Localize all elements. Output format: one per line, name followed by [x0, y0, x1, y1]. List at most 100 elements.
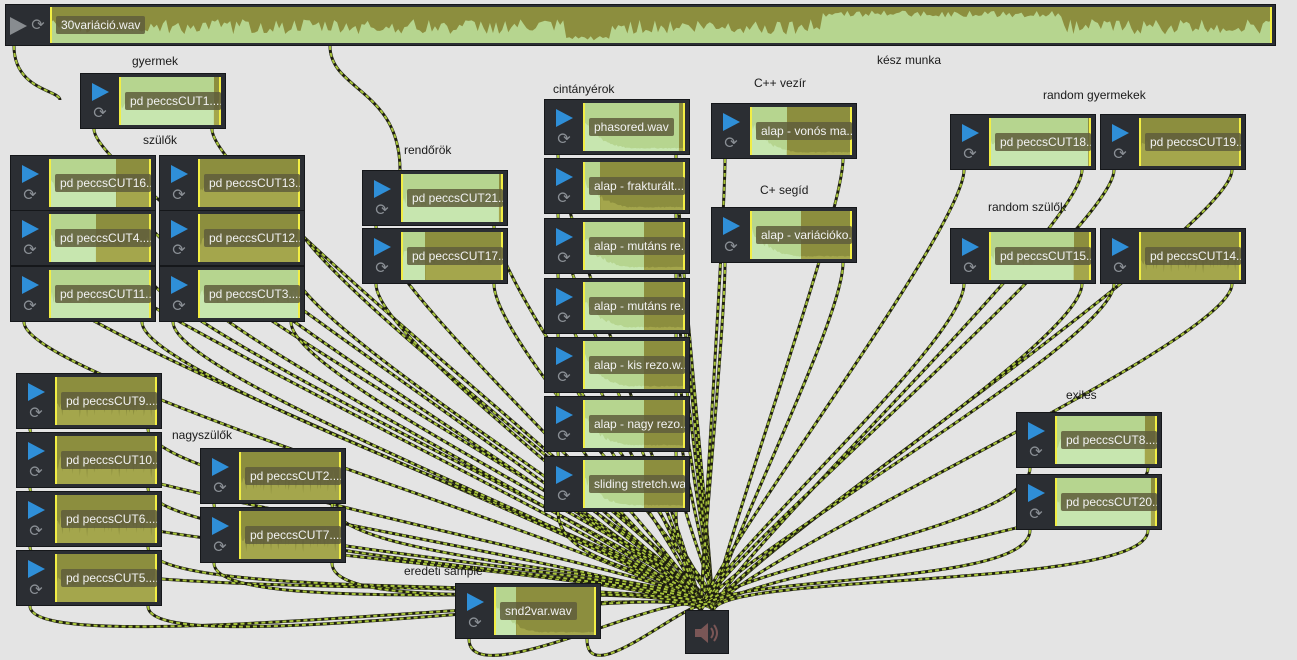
waveform-display[interactable]: pd peccsCUT11...	[49, 270, 151, 318]
waveform-display[interactable]: pd peccsCUT20...	[1055, 478, 1157, 526]
player-sliding[interactable]: ⟳ sliding stretch.wav	[544, 456, 690, 512]
waveform-display[interactable]: pd peccsCUT15...	[989, 232, 1091, 280]
waveform-display[interactable]: pd peccsCUT2....	[239, 452, 341, 500]
loop-icon[interactable]: ⟳	[557, 488, 571, 505]
player-cut3[interactable]: ⟳ pd peccsCUT3....	[159, 266, 305, 322]
player-cut4[interactable]: ⟳ pd peccsCUT4....	[10, 210, 156, 266]
loop-icon[interactable]: ⟳	[557, 190, 571, 207]
loop-icon[interactable]: ⟳	[93, 105, 107, 122]
player-cut18[interactable]: ⟳ pd peccsCUT18...	[950, 114, 1096, 170]
loop-icon[interactable]: ⟳	[1113, 260, 1127, 277]
loop-icon[interactable]: ⟳	[1113, 146, 1127, 163]
player-phasored[interactable]: ⟳ phasored.wav	[544, 99, 690, 155]
player-cut16[interactable]: ⟳ pd peccsCUT16...	[10, 155, 156, 211]
player-cut15[interactable]: ⟳ pd peccsCUT15...	[950, 228, 1096, 284]
play-icon[interactable]	[212, 517, 229, 535]
play-icon[interactable]	[1112, 238, 1129, 256]
player-frakturalt[interactable]: ⟳ alap - frakturált....	[544, 158, 690, 214]
player-cut14[interactable]: ⟳ pd peccsCUT14...	[1100, 228, 1246, 284]
play-icon[interactable]	[1028, 422, 1045, 440]
play-icon[interactable]	[556, 406, 573, 424]
loop-icon[interactable]: ⟳	[213, 480, 227, 497]
waveform-display[interactable]: alap - mutáns re...	[583, 282, 685, 330]
waveform-display[interactable]: alap - vonós ma...	[750, 107, 852, 155]
player-cut11[interactable]: ⟳ pd peccsCUT11...	[10, 266, 156, 322]
waveform-display[interactable]: alap - nagy rezo....	[583, 400, 685, 448]
player-cut1[interactable]: ⟳ pd peccsCUT1....	[80, 73, 226, 129]
waveform-display[interactable]: pd peccsCUT16...	[49, 159, 151, 207]
waveform-display[interactable]: pd peccsCUT8....	[1055, 416, 1157, 464]
player-cut10[interactable]: ⟳ pd peccsCUT10...	[16, 432, 162, 488]
player-nagyrezo[interactable]: ⟳ alap - nagy rezo....	[544, 396, 690, 452]
loop-icon[interactable]: ⟳	[23, 298, 37, 315]
waveform-display[interactable]: pd peccsCUT18...	[989, 118, 1091, 166]
loop-icon[interactable]: ⟳	[557, 428, 571, 445]
player-vonos[interactable]: ⟳ alap - vonós ma...	[711, 103, 857, 159]
player-cut21[interactable]: ⟳ pd peccsCUT21...	[362, 170, 508, 226]
player-cut12[interactable]: ⟳ pd peccsCUT12...	[159, 210, 305, 266]
waveform-display[interactable]: pd peccsCUT14...	[1139, 232, 1241, 280]
waveform-display[interactable]: sliding stretch.wav	[583, 460, 685, 508]
player-mutans1[interactable]: ⟳ alap - mutáns re...	[544, 218, 690, 274]
waveform-display[interactable]: pd peccsCUT12...	[198, 214, 300, 262]
play-icon[interactable]	[467, 593, 484, 611]
player-cut8[interactable]: ⟳ pd peccsCUT8....	[1016, 412, 1162, 468]
waveform-display[interactable]: pd peccsCUT5....	[55, 554, 157, 602]
player-cut9[interactable]: ⟳ pd peccsCUT9....	[16, 373, 162, 429]
play-icon[interactable]	[28, 560, 45, 578]
play-icon[interactable]	[92, 83, 109, 101]
loop-icon[interactable]: ⟳	[468, 615, 482, 632]
play-icon[interactable]	[1028, 484, 1045, 502]
loop-icon[interactable]: ⟳	[172, 187, 186, 204]
loop-icon[interactable]: ⟳	[213, 539, 227, 556]
loop-icon[interactable]: ⟳	[29, 464, 43, 481]
play-icon[interactable]	[556, 168, 573, 186]
waveform-display[interactable]: pd peccsCUT17...	[401, 232, 503, 280]
play-icon[interactable]	[171, 220, 188, 238]
loop-icon[interactable]: ⟳	[724, 239, 738, 256]
play-icon[interactable]	[723, 217, 740, 235]
player-cut7[interactable]: ⟳ pd peccsCUT7....	[200, 507, 346, 563]
play-icon[interactable]	[28, 383, 45, 401]
loop-icon[interactable]: ⟳	[172, 242, 186, 259]
loop-icon[interactable]: ⟳	[29, 523, 43, 540]
waveform-display[interactable]: phasored.wav	[583, 103, 685, 151]
loop-icon[interactable]: ⟳	[557, 369, 571, 386]
play-icon[interactable]	[28, 442, 45, 460]
loop-icon[interactable]: ⟳	[29, 405, 43, 422]
player-cut19[interactable]: ⟳ pd peccsCUT19...	[1100, 114, 1246, 170]
play-icon[interactable]	[28, 501, 45, 519]
play-icon[interactable]	[723, 113, 740, 131]
waveform-display[interactable]: 30variáció.wav	[50, 7, 1272, 43]
play-icon[interactable]	[374, 238, 391, 256]
waveform-display[interactable]: alap - variációko...	[750, 211, 852, 259]
player-cut13[interactable]: ⟳ pd peccsCUT13...	[159, 155, 305, 211]
player-cut17[interactable]: ⟳ pd peccsCUT17...	[362, 228, 508, 284]
play-icon[interactable]	[556, 109, 573, 127]
player-mutans2[interactable]: ⟳ alap - mutáns re...	[544, 278, 690, 334]
play-icon[interactable]	[212, 458, 229, 476]
play-icon[interactable]	[556, 288, 573, 306]
waveform-display[interactable]: pd peccsCUT7....	[239, 511, 341, 559]
waveform-display[interactable]: alap - frakturált....	[583, 162, 685, 210]
player-cut6[interactable]: ⟳ pd peccsCUT6....	[16, 491, 162, 547]
loop-icon[interactable]: ⟳	[1029, 506, 1043, 523]
play-icon[interactable]	[556, 228, 573, 246]
loop-icon[interactable]: ⟳	[1029, 444, 1043, 461]
loop-icon[interactable]: ⟳	[375, 260, 389, 277]
play-icon[interactable]	[374, 180, 391, 198]
audio-output[interactable]	[685, 610, 729, 654]
play-icon[interactable]	[22, 165, 39, 183]
player-cut5[interactable]: ⟳ pd peccsCUT5....	[16, 550, 162, 606]
play-icon[interactable]	[962, 238, 979, 256]
top-player-30variacio[interactable]: ⟳ 30variáció.wav	[5, 4, 1276, 46]
play-icon[interactable]	[556, 466, 573, 484]
loop-icon[interactable]: ⟳	[724, 135, 738, 152]
loop-icon[interactable]: ⟳	[375, 202, 389, 219]
player-cut20[interactable]: ⟳ pd peccsCUT20...	[1016, 474, 1162, 530]
loop-icon[interactable]: ⟳	[31, 17, 45, 34]
player-snd2var[interactable]: ⟳ snd2var.wav	[455, 583, 601, 639]
loop-icon[interactable]: ⟳	[557, 131, 571, 148]
loop-icon[interactable]: ⟳	[172, 298, 186, 315]
player-cut2[interactable]: ⟳ pd peccsCUT2....	[200, 448, 346, 504]
